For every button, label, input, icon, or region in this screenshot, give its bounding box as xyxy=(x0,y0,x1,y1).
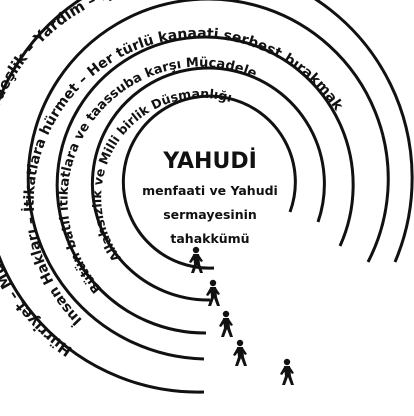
center-line-1: menfaati ve Yahudi xyxy=(142,183,278,198)
walking-person-icon xyxy=(189,247,203,273)
walking-person-icon xyxy=(219,311,233,337)
walking-person-icon xyxy=(206,280,220,306)
ring-outline-2 xyxy=(28,0,388,359)
walking-person-icon xyxy=(233,340,247,366)
center-line-3: tahakkümü xyxy=(170,231,249,246)
ring-label-3: Bütün batıl itikatlara ve taassuba karşı… xyxy=(57,55,260,295)
center-title: YAHUDİ xyxy=(162,148,257,174)
walking-person-icon xyxy=(280,359,294,385)
center-line-2: sermayesinin xyxy=(163,207,257,222)
